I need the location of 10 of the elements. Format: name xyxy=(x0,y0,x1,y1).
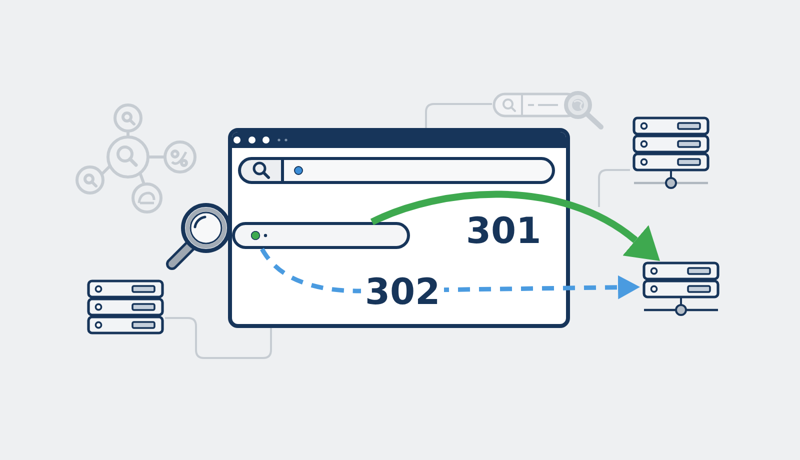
dashed-arrow xyxy=(260,248,640,300)
browser-window xyxy=(228,128,570,328)
connector-line xyxy=(165,317,272,359)
address-field xyxy=(232,222,410,249)
arrow xyxy=(370,190,662,260)
connector-line xyxy=(425,103,492,128)
server-icon xyxy=(86,279,165,335)
server-icon xyxy=(640,261,722,318)
connector-line xyxy=(598,169,630,207)
server-icon xyxy=(630,116,712,190)
